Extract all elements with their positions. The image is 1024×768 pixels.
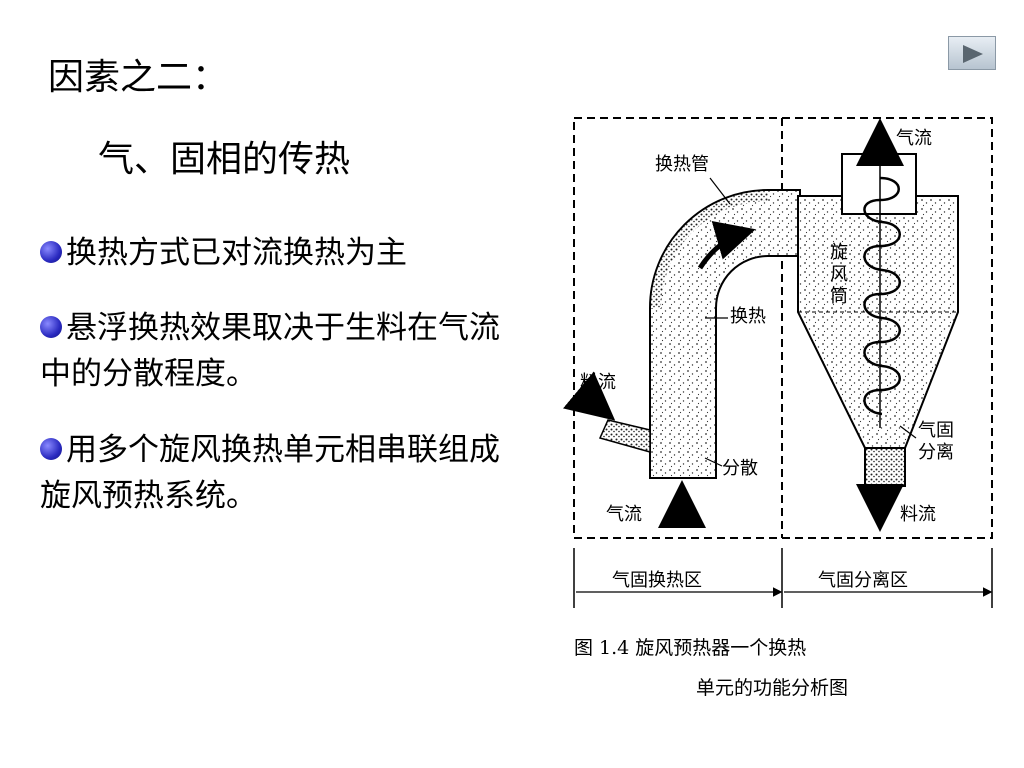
label-tube: 换热管 (655, 154, 709, 175)
bullet-dot-icon (40, 437, 62, 460)
figure-caption-line2: 单元的功能分析图 (696, 677, 848, 699)
zone-label-exchange: 气固换热区 (612, 570, 702, 591)
label-cyclone-2: 风 (830, 264, 848, 285)
label-material-out: 料流 (900, 504, 936, 525)
label-gas-out: 气流 (896, 128, 932, 149)
heat-exchange-tube (649, 189, 801, 479)
bullet-item: 悬浮换热效果取决于生料在气流中的分散程度。 (40, 305, 510, 397)
bullet-dot-icon (40, 240, 62, 263)
play-right-icon (963, 45, 983, 63)
flow-arrow (697, 221, 756, 270)
label-gas-in: 气流 (606, 504, 642, 525)
bullet-item: 用多个旋风换热单元相串联组成旋风预热系统。 (40, 427, 510, 519)
slide-subtitle: 气、固相的传热 (98, 139, 351, 180)
label-disperse: 分散 (722, 458, 758, 479)
label-cyclone-3: 筒 (830, 286, 848, 307)
next-slide-button[interactable] (948, 36, 996, 70)
material-outlet (864, 447, 906, 487)
bullet-text: 换热方式已对流换热为主 (66, 235, 407, 271)
cyclone-preheater-diagram: 换热管 旋 风 筒 换热 料流 分散 气流 气流 气固 分离 料流 气固换热区 … (562, 117, 993, 699)
zone-label-separation: 气固分离区 (818, 570, 908, 591)
cyclone-body (797, 195, 959, 449)
label-separation-2: 分离 (918, 442, 954, 463)
label-cyclone-1: 旋 (830, 242, 848, 263)
figure-caption-line1: 图 1.4 旋风预热器一个换热 (574, 637, 806, 659)
bullet-dot-icon (40, 315, 62, 338)
material-in-arrow (562, 371, 616, 421)
label-separation-1: 气固 (918, 420, 954, 441)
zone-dimension-bar (573, 548, 993, 608)
label-exchange: 换热 (730, 306, 766, 327)
material-inlet-chute (598, 419, 651, 453)
label-material-in: 料流 (580, 372, 616, 393)
bullet-text: 悬浮换热效果取决于生料在气流中的分散程度。 (40, 310, 500, 392)
zone-frame (573, 117, 993, 539)
gas-outlet-pipe (841, 153, 917, 215)
slide-title: 因素之二： (48, 57, 229, 98)
bullet-text: 用多个旋风换热单元相串联组成旋风预热系统。 (40, 432, 500, 514)
bullet-item: 换热方式已对流换热为主 (40, 230, 510, 276)
